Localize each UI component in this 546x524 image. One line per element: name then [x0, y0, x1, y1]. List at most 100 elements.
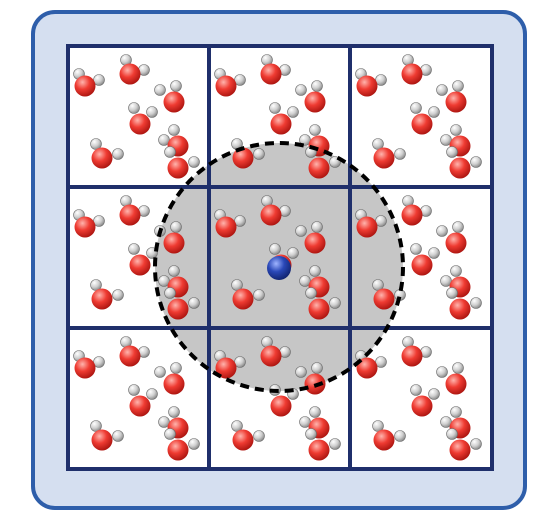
oxygen-atom: [304, 232, 326, 254]
hydrogen-atom: [305, 428, 317, 440]
water-molecule: [73, 209, 105, 238]
hydrogen-atom: [452, 362, 464, 374]
hydrogen-atom: [452, 80, 464, 92]
oxygen-atom: [373, 147, 395, 169]
hydrogen-atom: [436, 84, 448, 96]
hydrogen-atom: [329, 438, 341, 450]
oxygen-atom: [167, 298, 189, 320]
oxygen-atom: [91, 288, 113, 310]
oxygen-atom: [445, 232, 467, 254]
oxygen-atom: [308, 439, 330, 461]
hydrogen-atom: [287, 106, 299, 118]
oxygen-atom: [401, 204, 423, 226]
water-molecule: [305, 287, 341, 320]
water-molecule: [401, 195, 432, 226]
hydrogen-atom: [305, 287, 317, 299]
oxygen-atom: [270, 113, 292, 135]
oxygen-atom: [449, 157, 471, 179]
hydrogen-atom: [128, 243, 140, 255]
water-molecule: [372, 138, 406, 169]
hydrogen-atom: [295, 366, 307, 378]
hydrogen-atom: [146, 388, 158, 400]
oxygen-atom: [119, 345, 141, 367]
hydrogen-atom: [309, 265, 321, 277]
water-molecule: [164, 146, 200, 179]
oxygen-atom: [445, 91, 467, 113]
hydrogen-atom: [154, 84, 166, 96]
hydrogen-atom: [146, 106, 158, 118]
hydrogen-atom: [311, 221, 323, 233]
water-molecule: [446, 428, 482, 461]
water-molecule: [119, 54, 150, 85]
hydrogen-atom: [309, 124, 321, 136]
water-molecule: [231, 420, 265, 451]
hydrogen-atom: [269, 243, 281, 255]
hydrogen-atom: [164, 428, 176, 440]
water-molecule: [260, 336, 291, 367]
water-molecule: [446, 146, 482, 179]
water-molecule: [260, 54, 291, 85]
water-molecule: [295, 80, 326, 113]
water-molecule: [214, 209, 246, 238]
oxygen-atom: [163, 373, 185, 395]
oxygen-atom: [449, 439, 471, 461]
hydrogen-atom: [410, 102, 422, 114]
hydrogen-atom: [329, 297, 341, 309]
water-molecule: [128, 384, 158, 417]
hydrogen-atom: [170, 221, 182, 233]
oxygen-atom: [308, 157, 330, 179]
water-molecule: [436, 362, 467, 395]
water-molecule: [231, 138, 265, 169]
water-molecule: [440, 265, 471, 298]
hydrogen-atom: [170, 80, 182, 92]
water-molecule: [73, 350, 105, 379]
hydrogen-atom: [450, 406, 462, 418]
oxygen-atom: [356, 357, 378, 379]
oxygen-atom: [91, 147, 113, 169]
oxygen-atom: [215, 216, 237, 238]
hydrogen-atom: [253, 430, 265, 442]
oxygen-atom: [74, 357, 96, 379]
water-molecules: [73, 54, 482, 461]
hydrogen-atom: [394, 430, 406, 442]
hydrogen-atom: [470, 297, 482, 309]
water-molecule: [231, 279, 265, 310]
water-molecule: [269, 102, 299, 135]
oxygen-atom: [129, 395, 151, 417]
water-molecule: [119, 336, 150, 367]
water-molecule: [372, 279, 406, 310]
oxygen-atom: [445, 373, 467, 395]
water-molecule: [355, 209, 387, 238]
water-molecule: [73, 68, 105, 97]
water-molecule: [401, 54, 432, 85]
oxygen-atom: [356, 75, 378, 97]
oxygen-atom: [260, 204, 282, 226]
hydrogen-atom: [410, 243, 422, 255]
water-molecule: [410, 102, 440, 135]
water-molecule: [90, 138, 124, 169]
oxygen-atom: [163, 91, 185, 113]
oxygen-atom: [167, 157, 189, 179]
oxygen-atom: [260, 63, 282, 85]
hydrogen-atom: [428, 388, 440, 400]
oxygen-atom: [411, 395, 433, 417]
oxygen-atom: [356, 216, 378, 238]
oxygen-atom: [232, 147, 254, 169]
hydrogen-atom: [436, 366, 448, 378]
oxygen-atom: [215, 357, 237, 379]
water-molecule: [90, 420, 124, 451]
hydrogen-atom: [450, 124, 462, 136]
hydrogen-atom: [446, 428, 458, 440]
oxygen-atom: [304, 91, 326, 113]
water-molecule: [355, 68, 387, 97]
hydrogen-atom: [295, 225, 307, 237]
hydrogen-atom: [269, 102, 281, 114]
hydrogen-atom: [188, 156, 200, 168]
oxygen-atom: [401, 63, 423, 85]
oxygen-atom: [411, 113, 433, 135]
oxygen-atom: [129, 254, 151, 276]
oxygen-atom: [119, 63, 141, 85]
hydrogen-atom: [164, 287, 176, 299]
hydrogen-atom: [311, 362, 323, 374]
